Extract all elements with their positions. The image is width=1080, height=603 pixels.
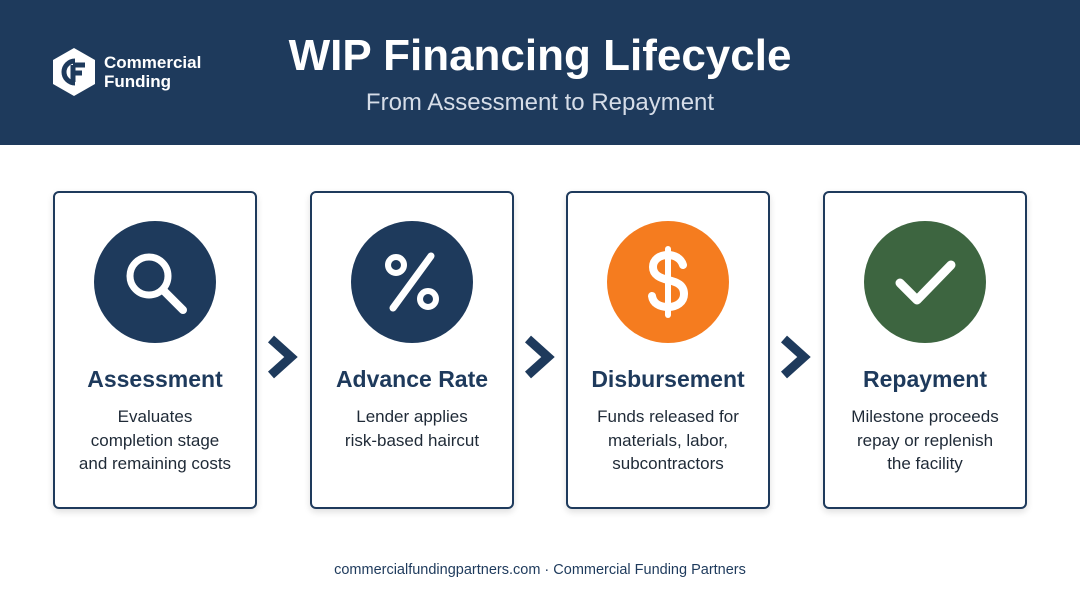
step-description: Funds released for materials, labor, sub… (574, 405, 762, 476)
step-desc-line: risk-based haircut (344, 430, 480, 450)
step-description: Milestone proceeds repay or replenish th… (831, 405, 1019, 476)
step-desc-line: Funds released for (597, 407, 739, 426)
page-subtitle: From Assessment to Repayment (365, 89, 715, 116)
page-title: WIP Financing Lifecycle (288, 31, 792, 80)
step-card-advance-rate: Advance Rate Lender applies risk-based h… (310, 191, 514, 509)
percent-icon (351, 221, 473, 343)
step-title: Assessment (87, 366, 223, 392)
step-description: Evaluates completion stage and remaining… (61, 405, 249, 476)
step-title: Repayment (863, 366, 987, 392)
step-desc-line: completion stage (90, 430, 220, 450)
magnifier-icon (94, 221, 216, 343)
chevron-right-icon (267, 335, 298, 379)
step-desc-line: Lender applies (356, 407, 468, 426)
header-banner: Commercial Funding WIP Financing Lifecyc… (0, 0, 1080, 145)
checkmark-icon (864, 221, 986, 343)
step-icon-circle (94, 221, 216, 343)
step-icon-circle (607, 221, 729, 343)
chevron-right-icon (524, 335, 555, 379)
brand-name: Commercial Funding (104, 53, 201, 91)
step-icon-circle (864, 221, 986, 343)
step-title: Advance Rate (335, 366, 489, 392)
step-card-assessment: Assessment Evaluates completion stage an… (53, 191, 257, 509)
step-desc-line: Evaluates (117, 407, 193, 426)
step-desc-line: materials, labor, (608, 430, 728, 450)
step-card-repayment: Repayment Milestone proceeds repay or re… (823, 191, 1027, 509)
step-desc-line: Milestone proceeds (851, 407, 999, 426)
chevron-right-icon (780, 335, 811, 379)
step-desc-line: the facility (887, 454, 963, 473)
dollar-icon (607, 221, 729, 343)
step-description: Lender applies risk-based haircut (318, 405, 506, 452)
brand-line-1: Commercial (104, 53, 202, 72)
cf-logo-icon (53, 48, 95, 96)
footer-credit: commercialfundingpartners.com · Commerci… (334, 562, 746, 578)
step-card-disbursement: Disbursement Funds released for material… (566, 191, 770, 509)
step-desc-line: subcontractors (612, 454, 724, 473)
step-desc-line: repay or replenish (856, 430, 994, 450)
step-title: Disbursement (591, 366, 745, 392)
step-desc-line: and remaining costs (78, 454, 232, 473)
brand-logo: Commercial Funding (52, 47, 201, 97)
step-icon-circle (351, 221, 473, 343)
brand-line-2: Funding (104, 72, 172, 91)
